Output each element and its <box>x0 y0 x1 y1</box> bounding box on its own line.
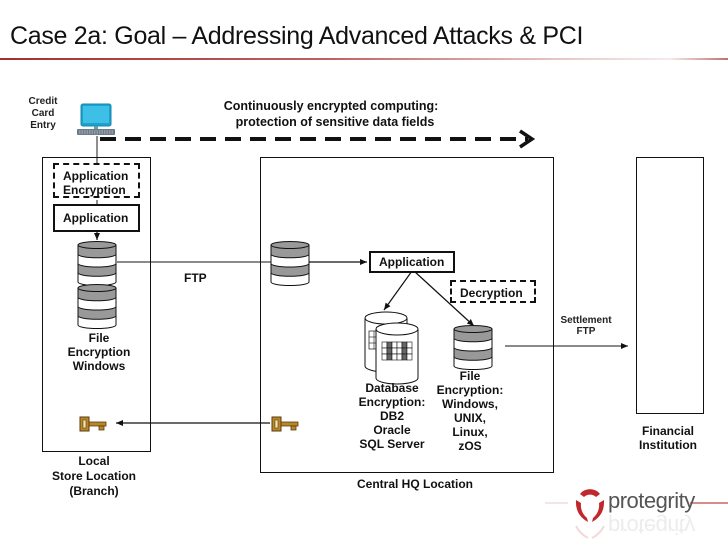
local-file-encryption-label: File Encryption Windows <box>67 331 131 373</box>
database-icon <box>270 241 310 286</box>
key-icon <box>271 416 299 432</box>
database-icon <box>453 325 493 370</box>
brand-logo-reflection: protegrity <box>608 514 695 539</box>
hq-application-box[interactable]: Application <box>369 251 455 273</box>
credit-card-entry-label: Credit Card Entry <box>28 96 58 131</box>
application-to-file-arrow <box>413 270 475 327</box>
local-application-box[interactable]: Application <box>53 204 140 232</box>
ftp-label: FTP <box>184 271 207 285</box>
central-hq-container <box>260 157 554 473</box>
central-hq-label: Central HQ Location <box>356 477 473 491</box>
title-divider <box>0 58 728 60</box>
key-icon <box>79 416 107 432</box>
database-icon <box>77 241 117 286</box>
local-store-label: Local Store Location (Branch) <box>51 454 136 498</box>
protegrity-logo-mark <box>545 489 728 539</box>
financial-institution-container <box>636 157 704 414</box>
local-store-container <box>42 157 151 452</box>
continuous-encryption-arrow <box>100 129 536 149</box>
database-encryption-label: Database Encryption: DB2 Oracle SQL Serv… <box>358 381 426 451</box>
hq-file-encryption-label: File Encryption: Windows, UNIX, Linux, z… <box>436 369 504 453</box>
laptop-icon <box>77 103 115 135</box>
slide-title: Case 2a: Goal – Addressing Advanced Atta… <box>10 22 584 50</box>
encryption-note-line2: protection of sensitive data fields <box>235 115 435 129</box>
financial-institution-label: Financial Institution <box>639 424 697 452</box>
database-table-icon <box>364 311 419 385</box>
encryption-note-line1: Continuously encrypted computing: <box>223 99 439 113</box>
brand-logo-text: protegrity <box>608 488 695 513</box>
settlement-ftp-label: Settlement FTP <box>560 315 612 337</box>
database-icon <box>77 284 117 329</box>
decryption-box[interactable]: Decryption <box>450 280 536 303</box>
application-encryption-box[interactable]: Application Encryption <box>53 163 140 198</box>
application-to-database-arrow <box>383 270 413 311</box>
